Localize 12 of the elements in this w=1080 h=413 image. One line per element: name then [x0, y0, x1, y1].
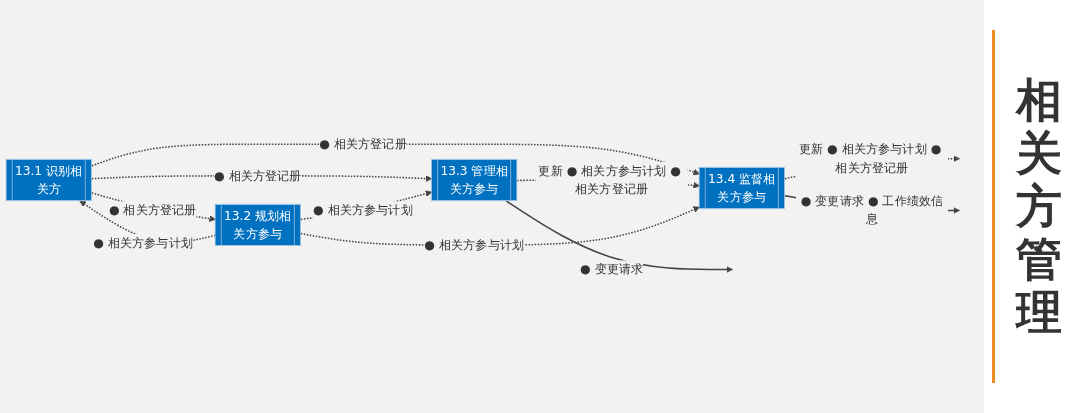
edge-label: 更新 ● 相关方参与计划 ● 相关方登记册: [798, 141, 942, 175]
edge-label: ● 相关方参与计划: [313, 202, 413, 217]
edge-label: ● 相关方参与计划: [93, 235, 193, 250]
edge-label: ● 相关方参与计划: [424, 237, 525, 252]
edge-label: ● 相关方登记册: [214, 167, 302, 183]
edge-label: 更新 ● 相关方参与计划 ● 相关方登记册: [538, 162, 681, 196]
title: 相关方管理: [1016, 74, 1062, 339]
edge-label: ● 变更请求 ● 工作绩效信息: [800, 193, 944, 227]
arrow: [505, 199, 733, 273]
edge-label: ● 变更请求: [580, 261, 644, 276]
edge-label: ● 相关方登记册: [319, 136, 407, 151]
edge-label: ● 相关方登记册: [108, 202, 197, 217]
